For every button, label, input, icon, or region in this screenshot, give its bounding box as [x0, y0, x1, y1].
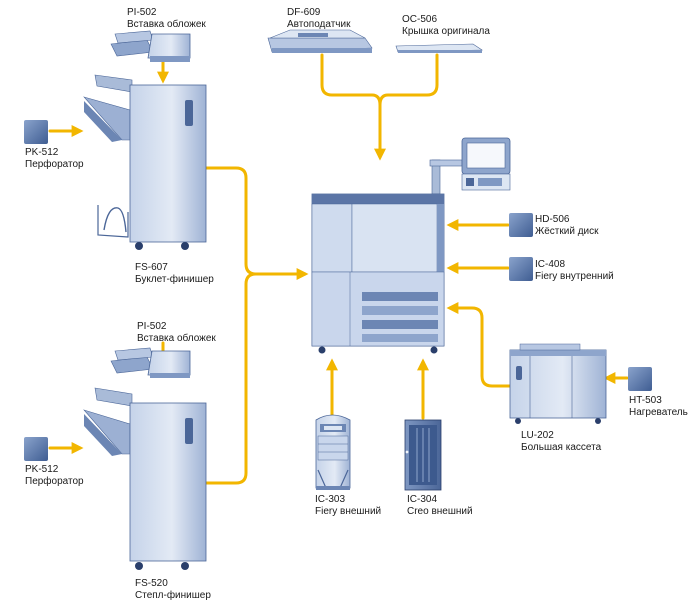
ic303-device	[315, 414, 351, 490]
label-model: LU-202	[521, 430, 554, 441]
label-model: IC-408	[535, 259, 566, 270]
label-pi502-top: PI-502 Вставка обложек	[127, 7, 206, 31]
label-model: PI-502	[137, 321, 167, 332]
label-hd506: HD-506 Жёсткий диск	[535, 214, 599, 238]
pk512-bottom-icon	[24, 437, 48, 461]
ic408-icon	[509, 257, 533, 281]
label-ic408: IC-408 Fiery внутренний	[535, 259, 614, 283]
label-ic304: IC-304 Creo внешний	[407, 494, 473, 518]
label-desc: Жёсткий диск	[535, 226, 599, 237]
label-desc: Большая кассета	[521, 442, 602, 453]
label-pk512-bottom: PK-512 Перфоратор	[25, 464, 84, 488]
lu202-device	[509, 343, 607, 424]
label-model: FS-607	[135, 262, 168, 273]
label-fs607: FS-607 Буклет-финишер	[135, 262, 214, 286]
ic304-device	[404, 419, 442, 491]
main-copier	[311, 137, 511, 354]
label-desc: Creo внешний	[407, 506, 473, 517]
label-desc: Нагреватель	[629, 407, 688, 418]
label-desc: Вставка обложек	[127, 19, 206, 30]
label-model: HD-506	[535, 214, 570, 225]
label-ht503: HT-503 Нагреватель	[629, 395, 688, 419]
label-desc: Перфоратор	[25, 476, 84, 487]
label-desc: Перфоратор	[25, 159, 84, 170]
label-model: FS-520	[135, 578, 168, 589]
label-oc506: OC-506 Крышка оригинала	[402, 14, 490, 38]
label-model: PK-512	[25, 147, 59, 158]
df609-device	[267, 29, 373, 53]
label-fs520: FS-520 Степл-финишер	[135, 578, 211, 602]
connector-fs607-copier	[203, 166, 309, 280]
label-model: IC-304	[407, 494, 438, 505]
connector-df609	[320, 53, 386, 161]
label-desc: Fiery внутренний	[535, 271, 614, 282]
label-pi502-bottom: PI-502 Вставка обложек	[137, 321, 216, 345]
ht503-icon	[628, 367, 652, 391]
label-desc: Крышка оригинала	[402, 26, 490, 37]
connector-oc506	[378, 53, 439, 107]
label-model: OC-506	[402, 14, 438, 25]
hd506-icon	[509, 213, 533, 237]
label-pk512-top: PK-512 Перфоратор	[25, 147, 84, 171]
label-desc: Вставка обложек	[137, 333, 216, 344]
fs607-device	[83, 74, 207, 250]
pi502-top-device	[110, 30, 191, 62]
label-model: DF-609	[287, 7, 321, 18]
connector-fs520-copier	[203, 272, 258, 485]
label-desc: Fiery внешний	[315, 506, 382, 517]
label-ic303: IC-303 Fiery внешний	[315, 494, 381, 518]
label-df609: DF-609 Автоподатчик	[287, 7, 350, 31]
label-model: HT-503	[629, 395, 662, 406]
pi502-bottom-device	[110, 347, 191, 378]
label-model: PI-502	[127, 7, 157, 18]
label-model: PK-512	[25, 464, 59, 475]
connector-lu202	[446, 302, 514, 388]
label-desc: Буклет-финишер	[135, 274, 214, 285]
label-lu202: LU-202 Большая кассета	[521, 430, 601, 454]
label-desc: Автоподатчик	[287, 19, 351, 30]
label-model: IC-303	[315, 494, 346, 505]
label-desc: Степл-финишер	[135, 590, 211, 601]
pk512-top-icon	[24, 120, 48, 144]
fs520-device	[83, 387, 207, 570]
oc506-device	[395, 43, 483, 53]
